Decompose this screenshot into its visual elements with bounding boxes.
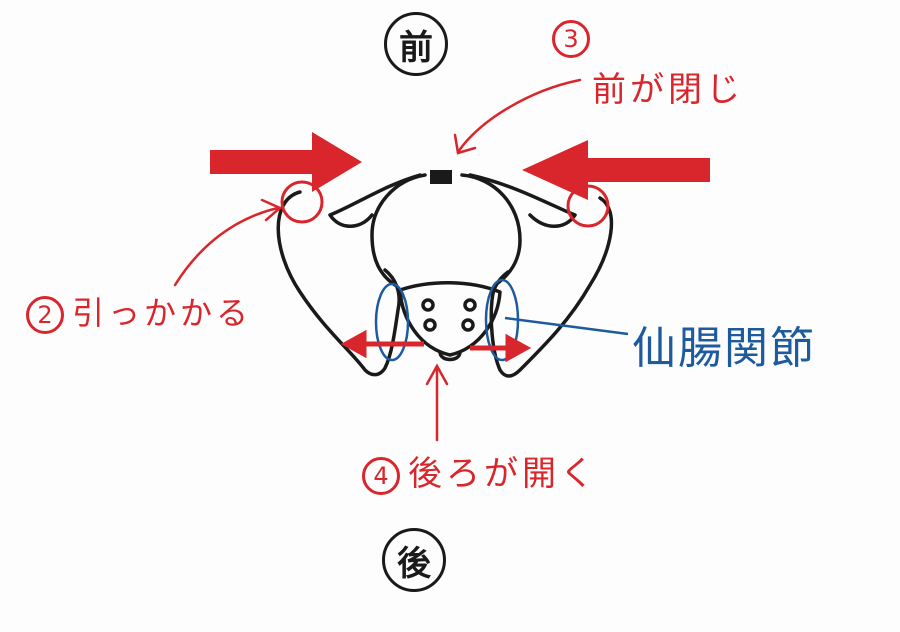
- spread-arrows: [340, 329, 532, 363]
- step3-label: 前が閉じ: [592, 70, 744, 110]
- right-push-arrow: [522, 140, 710, 200]
- sacral-foramen: [423, 318, 437, 332]
- step3-number: 3: [552, 20, 598, 58]
- step2-text: 引っかかる: [72, 294, 253, 332]
- left-hip-bone: [276, 190, 401, 377]
- left-hook-circle: [280, 180, 324, 224]
- step4-number-circle: 4: [362, 456, 400, 495]
- step4-text: 後ろが開く: [408, 454, 598, 494]
- step2-arrowhead: [260, 198, 283, 222]
- right-hip-bone: [489, 196, 614, 378]
- si-joint-label: 仙腸関節: [632, 323, 816, 374]
- sacral-foramen: [461, 318, 475, 332]
- back-label: 後: [382, 528, 446, 592]
- left-si-joint-outline: [374, 282, 410, 362]
- sacrum: [398, 280, 502, 357]
- right-hook-circle: [566, 184, 610, 228]
- coccyx: [438, 350, 462, 362]
- sacral-foramen: [463, 298, 477, 312]
- step2-number-circle: 2: [26, 296, 64, 334]
- left-push-arrow: [210, 132, 362, 192]
- left-pubic-ramus: [328, 173, 422, 228]
- step2-leader: [173, 206, 280, 287]
- sacral-foramen: [421, 298, 435, 312]
- pubic-symphysis: [430, 170, 452, 184]
- step3-arrowhead: [453, 133, 477, 155]
- step3-leader: [456, 78, 582, 154]
- step3-number-circle: 3: [552, 20, 590, 58]
- pelvic-inlet: [370, 173, 522, 287]
- front-label: 前: [384, 12, 448, 76]
- joint-leader-line: [504, 316, 629, 336]
- step4-arrowhead: [425, 363, 449, 386]
